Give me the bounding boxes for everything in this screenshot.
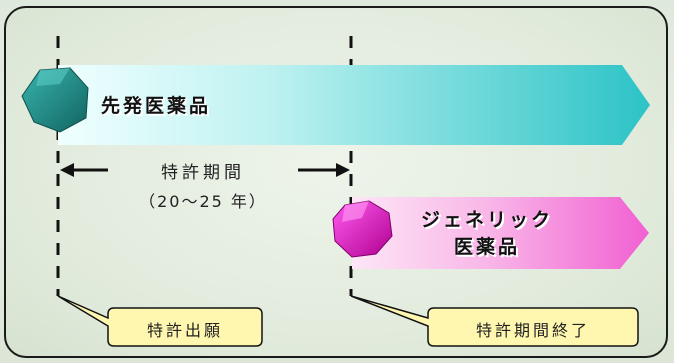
patent-period-label: 特許期間	[161, 163, 245, 183]
period-arrow-left-icon	[60, 163, 74, 177]
callout-expiry-text: 特許期間終了	[475, 321, 590, 340]
patent-period-duration: （20～25 年）	[139, 192, 267, 211]
generic-drug-label-line2: 医薬品	[453, 236, 520, 258]
brand-drug-bar	[58, 65, 650, 145]
generic-drug-bar	[352, 197, 649, 269]
callout-application-text: 特許出願	[146, 321, 223, 340]
period-arrow-right-icon	[336, 163, 350, 177]
brand-drug-label: 先発医薬品	[101, 95, 212, 117]
callout-expiry	[350, 295, 639, 347]
diagram-frame	[4, 6, 668, 358]
generic-drug-label-line1: ジェネリック	[420, 209, 553, 231]
callout-application	[57, 295, 263, 347]
